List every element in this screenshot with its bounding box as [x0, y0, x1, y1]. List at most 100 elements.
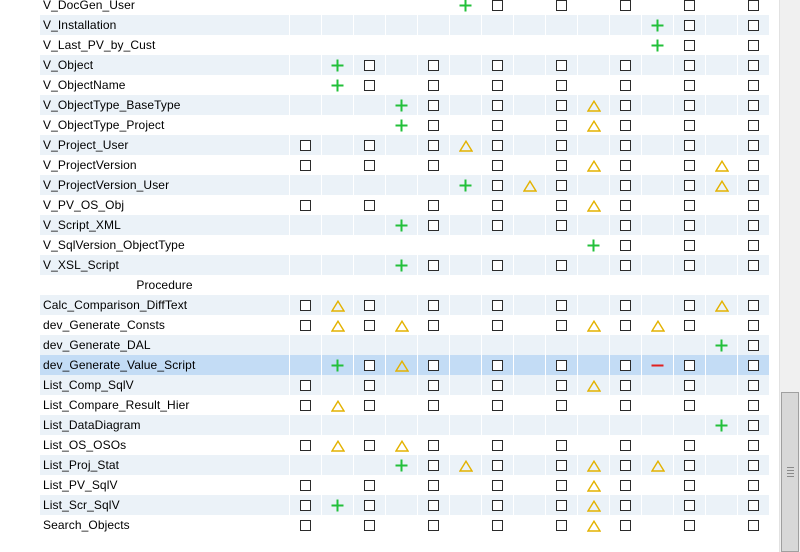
- plus-icon[interactable]: [395, 459, 408, 472]
- table-row[interactable]: List_PV_SqlV: [40, 475, 770, 495]
- checkbox[interactable]: [492, 480, 503, 492]
- object-name[interactable]: List_Scr_SqlV: [40, 495, 290, 515]
- permission-cell[interactable]: [482, 295, 514, 315]
- checkbox[interactable]: [364, 140, 375, 152]
- checkbox[interactable]: [748, 260, 759, 272]
- checkbox[interactable]: [556, 400, 567, 412]
- checkbox[interactable]: [300, 300, 311, 312]
- permission-cell[interactable]: [674, 375, 706, 395]
- permission-cell[interactable]: [674, 315, 706, 335]
- checkbox[interactable]: [492, 180, 503, 192]
- checkbox[interactable]: [684, 40, 695, 52]
- permission-cell[interactable]: [482, 255, 514, 275]
- permission-cell[interactable]: [674, 395, 706, 415]
- permission-cell[interactable]: [674, 495, 706, 515]
- permission-cell[interactable]: [290, 435, 322, 455]
- checkbox[interactable]: [492, 0, 503, 12]
- permission-cell[interactable]: [354, 375, 386, 395]
- permission-cell[interactable]: [610, 395, 642, 415]
- warning-triangle-icon[interactable]: [522, 179, 537, 192]
- table-row[interactable]: V_ProjectVersion_User: [40, 175, 770, 195]
- checkbox[interactable]: [620, 500, 631, 512]
- table-row[interactable]: V_ProjectVersion: [40, 155, 770, 175]
- permission-cell[interactable]: [386, 435, 418, 455]
- permission-cell[interactable]: [674, 95, 706, 115]
- checkbox[interactable]: [492, 200, 503, 212]
- checkbox[interactable]: [620, 260, 631, 272]
- checkbox[interactable]: [428, 260, 439, 272]
- permission-cell[interactable]: [546, 95, 578, 115]
- permission-cell[interactable]: [546, 135, 578, 155]
- checkbox[interactable]: [364, 360, 375, 372]
- checkbox[interactable]: [492, 520, 503, 532]
- checkbox[interactable]: [620, 100, 631, 112]
- checkbox[interactable]: [428, 380, 439, 392]
- object-name[interactable]: V_Project_User: [40, 135, 290, 155]
- checkbox[interactable]: [428, 500, 439, 512]
- checkbox[interactable]: [428, 300, 439, 312]
- object-name[interactable]: Search_Objects: [40, 515, 290, 535]
- checkbox[interactable]: [620, 360, 631, 372]
- checkbox[interactable]: [748, 240, 759, 252]
- checkbox[interactable]: [364, 80, 375, 92]
- checkbox[interactable]: [620, 0, 631, 12]
- permission-cell[interactable]: [706, 155, 738, 175]
- checkbox[interactable]: [428, 140, 439, 152]
- checkbox[interactable]: [556, 60, 567, 72]
- checkbox[interactable]: [300, 140, 311, 152]
- permission-cell[interactable]: [738, 35, 770, 55]
- object-name[interactable]: dev_Generate_Value_Script: [40, 355, 290, 375]
- checkbox[interactable]: [620, 380, 631, 392]
- permission-cell[interactable]: [610, 295, 642, 315]
- permission-cell[interactable]: [674, 475, 706, 495]
- checkbox[interactable]: [556, 520, 567, 532]
- permission-cell[interactable]: [674, 235, 706, 255]
- permission-cell[interactable]: [546, 55, 578, 75]
- checkbox[interactable]: [428, 520, 439, 532]
- checkbox[interactable]: [492, 400, 503, 412]
- permission-cell[interactable]: [610, 495, 642, 515]
- plus-icon[interactable]: [331, 359, 344, 372]
- permission-cell[interactable]: [354, 475, 386, 495]
- checkbox[interactable]: [748, 300, 759, 312]
- permission-cell[interactable]: [322, 315, 354, 335]
- checkbox[interactable]: [556, 260, 567, 272]
- checkbox[interactable]: [684, 500, 695, 512]
- permission-cell[interactable]: [482, 395, 514, 415]
- permission-cell[interactable]: [610, 255, 642, 275]
- permission-cell[interactable]: [546, 495, 578, 515]
- warning-triangle-icon[interactable]: [458, 459, 473, 472]
- permission-cell[interactable]: [674, 515, 706, 535]
- checkbox[interactable]: [300, 200, 311, 212]
- permission-cell[interactable]: [546, 515, 578, 535]
- permission-cell[interactable]: [290, 315, 322, 335]
- checkbox[interactable]: [748, 180, 759, 192]
- permission-cell[interactable]: [354, 435, 386, 455]
- checkbox[interactable]: [620, 300, 631, 312]
- permission-cell[interactable]: [546, 0, 578, 15]
- plus-icon[interactable]: [651, 39, 664, 52]
- checkbox[interactable]: [556, 460, 567, 472]
- checkbox[interactable]: [300, 400, 311, 412]
- permission-cell[interactable]: [418, 395, 450, 415]
- permission-cell[interactable]: [386, 95, 418, 115]
- permission-cell[interactable]: [482, 215, 514, 235]
- permission-cell[interactable]: [482, 55, 514, 75]
- checkbox[interactable]: [364, 480, 375, 492]
- permission-cell[interactable]: [738, 95, 770, 115]
- permission-cell[interactable]: [450, 135, 482, 155]
- permission-cell[interactable]: [610, 235, 642, 255]
- checkbox[interactable]: [684, 400, 695, 412]
- permission-cell[interactable]: [610, 355, 642, 375]
- object-name[interactable]: V_DocGen_User: [40, 0, 290, 15]
- permission-cell[interactable]: [674, 0, 706, 15]
- permission-cell[interactable]: [738, 495, 770, 515]
- checkbox[interactable]: [620, 320, 631, 332]
- permission-cell[interactable]: [290, 195, 322, 215]
- checkbox[interactable]: [748, 420, 759, 432]
- plus-icon[interactable]: [331, 59, 344, 72]
- permission-cell[interactable]: [322, 355, 354, 375]
- object-name[interactable]: V_XSL_Script: [40, 255, 290, 275]
- permission-cell[interactable]: [610, 175, 642, 195]
- permission-cell[interactable]: [738, 435, 770, 455]
